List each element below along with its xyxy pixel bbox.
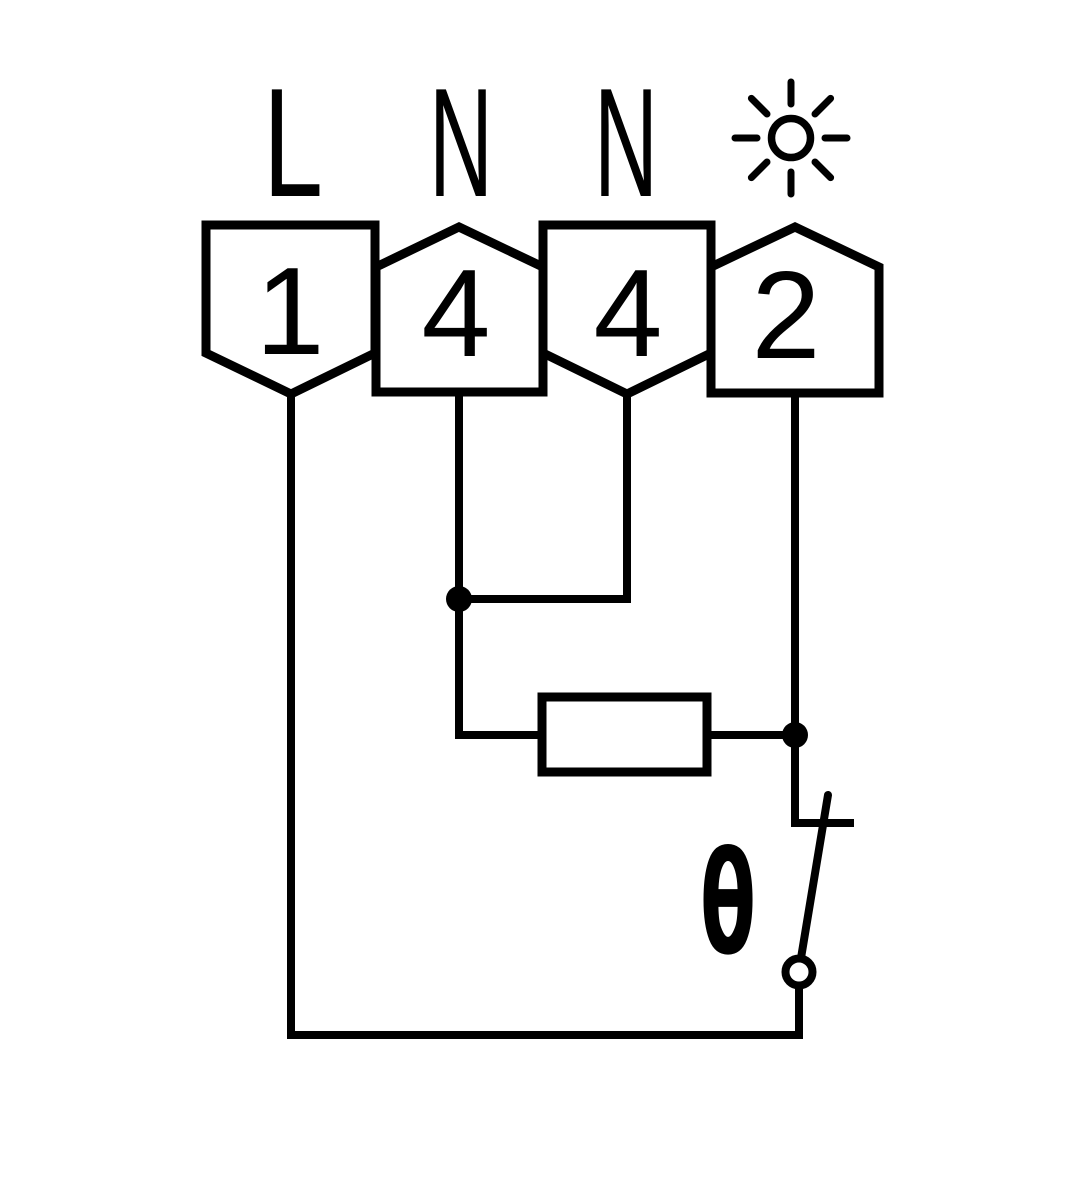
line-label: L	[263, 56, 323, 229]
resistor-symbol	[537, 692, 712, 777]
terminal-2-shape	[706, 222, 884, 398]
wire-terminal4a-to-resistor	[455, 390, 542, 739]
junction-dot-left	[446, 586, 472, 612]
wire-junction-to-switch-bar	[791, 735, 854, 827]
terminal-4b-number: 4	[594, 245, 663, 383]
switch-blade	[797, 791, 832, 962]
wire-terminal1-to-switch-contact	[287, 390, 803, 1039]
sun-icon	[731, 78, 851, 198]
terminal-4b-shape	[538, 220, 716, 400]
sun-icon-core	[767, 114, 815, 162]
terminal-4a-shape	[371, 222, 548, 397]
junction-dot-right	[782, 722, 808, 748]
thermostat-switch: θ	[700, 791, 832, 990]
neutral-label-2: N	[594, 56, 658, 229]
terminal-4a-number: 4	[422, 245, 491, 383]
sun-ray-top-left	[747, 94, 771, 118]
top-labels: L N N	[263, 56, 851, 229]
terminal-1-shape	[201, 220, 380, 400]
terminal-1-number: 1	[256, 243, 325, 381]
neutral-label-1: N	[429, 56, 493, 229]
terminal-2-number: 2	[752, 247, 821, 385]
sun-ray-bottom-right	[811, 158, 835, 182]
switch-contact-circle	[781, 954, 817, 990]
wire-terminal4b-to-junction	[459, 392, 631, 603]
sun-ray-top-right	[811, 94, 835, 118]
wires	[287, 390, 854, 1039]
terminals: 1 4 4 2	[201, 220, 884, 400]
sun-ray-bottom-left	[747, 158, 771, 182]
theta-symbol: θ	[700, 822, 756, 987]
